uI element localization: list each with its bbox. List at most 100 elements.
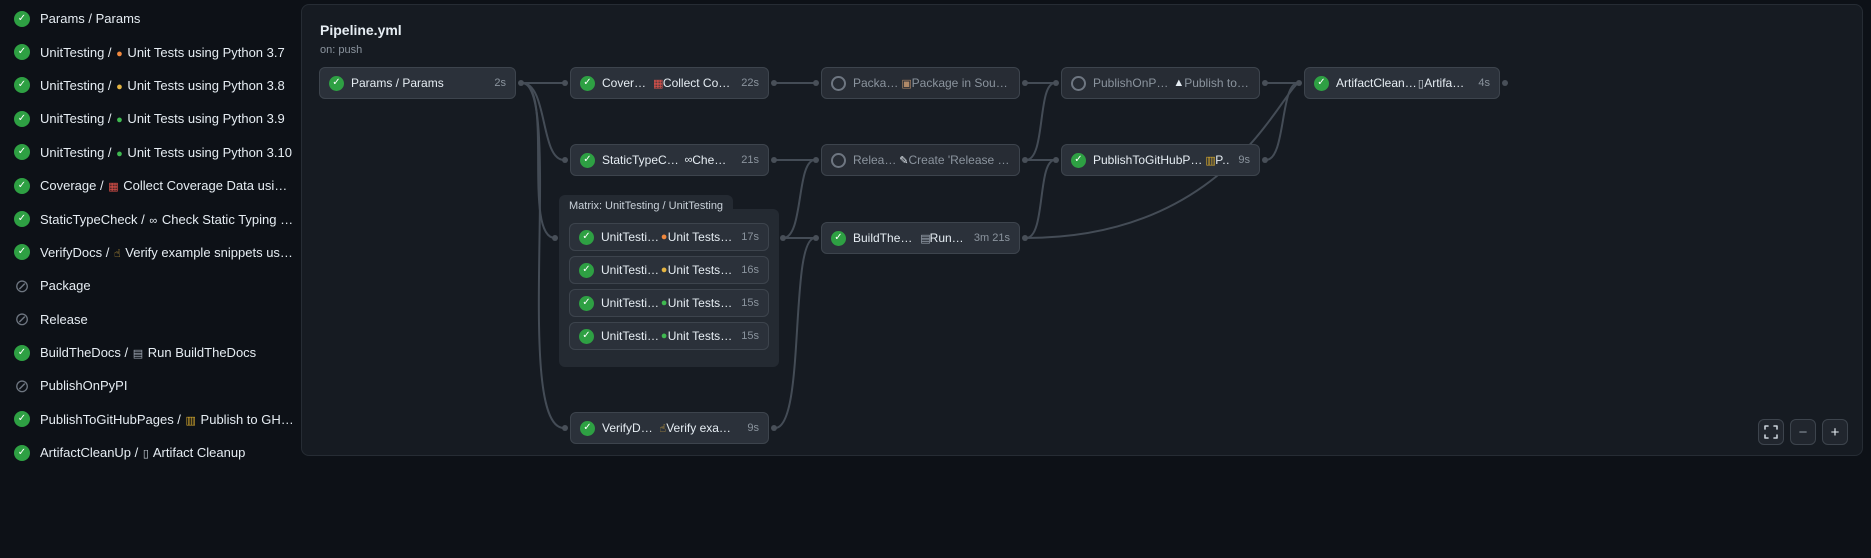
label-text: UnitTesting /	[601, 263, 660, 277]
job-label: UnitTesting / ● Unit Tests using Python …	[40, 45, 285, 60]
sidebar-job-item[interactable]: ✓UnitTesting / ● Unit Tests using Python…	[14, 35, 294, 68]
job-label: PublishOnPyPI / ▲ Publish to P...	[1093, 76, 1250, 90]
books-icon: ▥	[185, 414, 196, 427]
sidebar-job-item[interactable]: ✓UnitTesting / ● Unit Tests using Python…	[14, 102, 294, 135]
sidebar-job-item[interactable]: ✓ UnitTesting / ● Unit Tests using Python…	[14, 136, 294, 169]
label-text: Unit Tests u...	[667, 263, 733, 277]
node-publishonpypi[interactable]: PublishOnPyPI / ▲ Publish to P...	[1053, 67, 1268, 99]
node-publishtogithubpages[interactable]: ✓PublishToGitHubPages / ▥ P...9s	[1053, 144, 1268, 176]
sidebar-job-item[interactable]: ⊘ PublishOnPyPI	[14, 369, 294, 402]
job-label: ArtifactCleanUp / ▯ Artifact Cleanup	[40, 445, 245, 460]
sidebar-job-item[interactable]: ✓PublishToGitHubPages / ▥ Publish to GH-…	[14, 403, 294, 436]
label-text: Verify example snippets usin...	[121, 244, 294, 260]
node-coverage[interactable]: ✓Coverage / ▦ Collect Cover...22s	[562, 67, 777, 99]
label-text: Params / Params	[351, 76, 444, 90]
label-text: P...	[1215, 153, 1229, 167]
job-label: UnitTesting / ● Unit Tests using Python …	[40, 78, 285, 93]
label-text: Collect Cover...	[662, 76, 732, 90]
label-text: Params / Params	[40, 11, 141, 27]
label-text: Collect Coverage Data using ...	[119, 178, 294, 194]
label-text: ArtifactCleanUp /	[1336, 76, 1417, 90]
label-text: PublishToGitHubPages /	[1093, 153, 1205, 167]
glasses-icon: ∞	[149, 214, 158, 227]
sidebar-job-item[interactable]: ✓ArtifactCleanUp / ▯ Artifact Cleanup	[14, 436, 294, 469]
node-buildthedocs[interactable]: ✓BuildTheDocs / ▤ Run B...3m 21s	[813, 222, 1028, 254]
sidebar-job-item[interactable]: ✓BuildTheDocs / ▤ Run BuildTheDocs	[14, 336, 294, 369]
node-unittest-py37[interactable]: ✓UnitTesting / ● Unit Tests u...17s	[569, 223, 769, 251]
job-label: Coverage / ▦ Collect Cover...	[602, 76, 732, 90]
orange-circle-icon: ●	[660, 231, 668, 243]
node-verifydocs[interactable]: ✓VerifyDocs / ☝ Verify exampl...9s	[562, 412, 777, 444]
orange-circle-icon: ●	[116, 47, 123, 60]
job-label: UnitTesting / ● Unit Tests using Python …	[40, 145, 292, 160]
sidebar-job-item[interactable]: ✓Params / Params	[14, 2, 294, 35]
label-text: UnitTesting /	[40, 77, 116, 93]
matrix-body: ✓UnitTesting / ● Unit Tests u...17s ✓Uni…	[559, 209, 779, 367]
label-text: UnitTesting /	[601, 296, 660, 310]
notebook-icon: ▤	[132, 348, 144, 361]
success-icon: ✓	[580, 152, 595, 168]
job-label: UnitTesting / ● Unit Tests u...	[601, 230, 732, 244]
edge	[521, 82, 565, 161]
books-icon: ▥	[1205, 154, 1216, 167]
label-text: UnitTesting /	[601, 230, 660, 244]
success-icon: ✓	[14, 77, 30, 94]
sidebar-job-item[interactable]: ✓ UnitTesting / ● Unit Tests using Python…	[14, 69, 294, 102]
sidebar-job-item[interactable]: ⊘Package	[14, 269, 294, 302]
job-label: Release / ✎ Create 'Release Pa...	[853, 153, 1010, 167]
skipped-icon: ⊘	[14, 375, 30, 396]
label-text: Unit Tests using Python 3.9	[123, 111, 285, 127]
job-label: Package / ▣ Package in Source...	[853, 76, 1010, 90]
zoom-in-button[interactable]: +	[1822, 419, 1848, 445]
matrix-label: Matrix: UnitTesting / UnitTesting	[559, 195, 734, 217]
job-duration: 22s	[741, 77, 759, 89]
job-duration: 3m 21s	[973, 232, 1010, 244]
job-duration: 9s	[1238, 154, 1250, 166]
trash-icon: ▯	[142, 448, 149, 461]
label-text: Package	[40, 278, 91, 294]
label-text: Create 'Release Pa...	[908, 153, 1011, 167]
job-label: Release	[40, 312, 88, 327]
connector-dot	[552, 235, 558, 241]
node-unittest-py39[interactable]: ✓UnitTesting / ● Unit Tests u...15s	[569, 289, 769, 317]
job-label: Package	[40, 278, 91, 293]
job-label: PublishOnPyPI	[40, 378, 127, 393]
node-artifactcleanup[interactable]: ✓ArtifactCleanUp / ▯ Artifact ...4s	[1296, 67, 1508, 99]
fullscreen-button[interactable]	[1758, 419, 1784, 445]
success-icon: ✓	[579, 262, 594, 278]
job-label: UnitTesting / ● Unit Tests u...	[601, 263, 732, 277]
zoom-out-button[interactable]: −	[1790, 419, 1816, 445]
sidebar-job-item[interactable]: ✓Coverage / ▦ Collect Coverage Data usin…	[14, 169, 294, 202]
matrix-group-unittesting: Matrix: UnitTesting / UnitTesting ✓UnitT…	[552, 195, 786, 367]
sidebar-job-item[interactable]: ✓StaticTypeCheck / ∞ Check Static Typing…	[14, 202, 294, 235]
success-icon: ✓	[579, 328, 594, 344]
label-text: Check ...	[692, 153, 732, 167]
label-text: Coverage /	[40, 178, 108, 194]
label-text: Package in Source...	[911, 76, 1010, 90]
node-release[interactable]: Release / ✎ Create 'Release Pa...	[813, 144, 1028, 176]
node-unittest-py38[interactable]: ✓UnitTesting / ● Unit Tests u...16s	[569, 256, 769, 284]
label-text: Publish to GH-P...	[196, 411, 294, 427]
glasses-icon: ∞	[684, 154, 693, 166]
label-text: UnitTesting /	[40, 44, 116, 60]
node-unittest-py310[interactable]: ✓UnitTesting / ● Unit Tests u...15s	[569, 322, 769, 350]
label-text: Coverage /	[602, 76, 653, 90]
success-icon: ✓	[14, 144, 30, 161]
label-text: Release	[40, 311, 88, 327]
label-text: Artifact Cleanup	[149, 445, 246, 461]
label-text: StaticTypeCheck /	[40, 211, 149, 227]
edge	[521, 82, 565, 429]
label-text: BuildTheDocs /	[40, 345, 132, 361]
success-icon: ✓	[14, 344, 30, 361]
label-text: Publish to P...	[1184, 76, 1250, 90]
green-circle-icon: ●	[116, 147, 123, 160]
sidebar-job-item[interactable]: ✓VerifyDocs / ☝ Verify example snippets …	[14, 236, 294, 269]
zoom-out-icon: −	[1798, 423, 1808, 441]
sidebar-job-item[interactable]: ⊘Release	[14, 303, 294, 336]
package-box-icon: ▣	[901, 77, 912, 90]
node-statictypecheck[interactable]: ✓StaticTypeCheck / ∞ Check ...21s	[562, 144, 777, 176]
point-up-icon: ☝	[113, 247, 121, 260]
node-package[interactable]: Package / ▣ Package in Source...	[813, 67, 1028, 99]
edge	[1025, 82, 1056, 161]
